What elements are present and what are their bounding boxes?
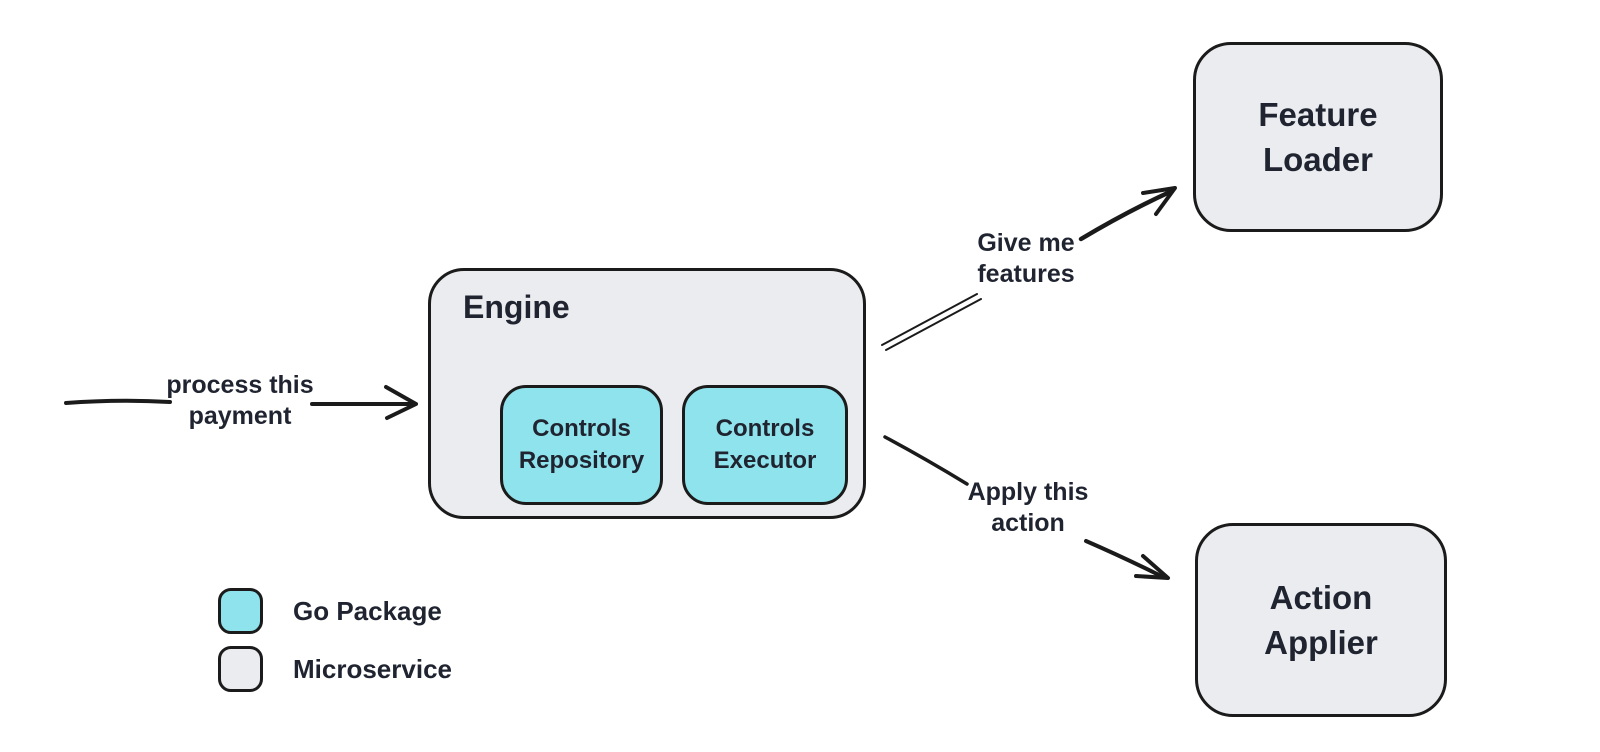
legend-label-go-package: Go Package — [293, 595, 442, 626]
edge-label-apply-this-action: Apply this action — [967, 478, 1089, 537]
engine-title: Engine — [463, 289, 570, 325]
legend-item-microservice: Microservice — [218, 646, 452, 692]
controls-repository-node: Controls Repository — [500, 385, 663, 505]
feature-loader-label: Feature Loader — [1258, 96, 1378, 178]
engine-node: Engine Controls Repository Controls Exec… — [428, 268, 866, 519]
action-applier-label: Action Applier — [1264, 579, 1378, 661]
action-applier-node: Action Applier — [1195, 523, 1447, 717]
legend-swatch-go-package — [218, 588, 263, 634]
feature-loader-node: Feature Loader — [1193, 42, 1443, 232]
legend-label-microservice: Microservice — [293, 653, 452, 684]
controls-repository-label: Controls Repository — [518, 415, 645, 474]
edge-label-give-me-features: Give me features — [977, 229, 1075, 288]
edge-label-process-payment: process this payment — [166, 371, 314, 430]
controls-executor-label: Controls Executor — [713, 415, 817, 474]
legend-swatch-microservice — [218, 646, 263, 692]
legend-item-go-package: Go Package — [218, 588, 442, 634]
controls-executor-node: Controls Executor — [682, 385, 848, 505]
